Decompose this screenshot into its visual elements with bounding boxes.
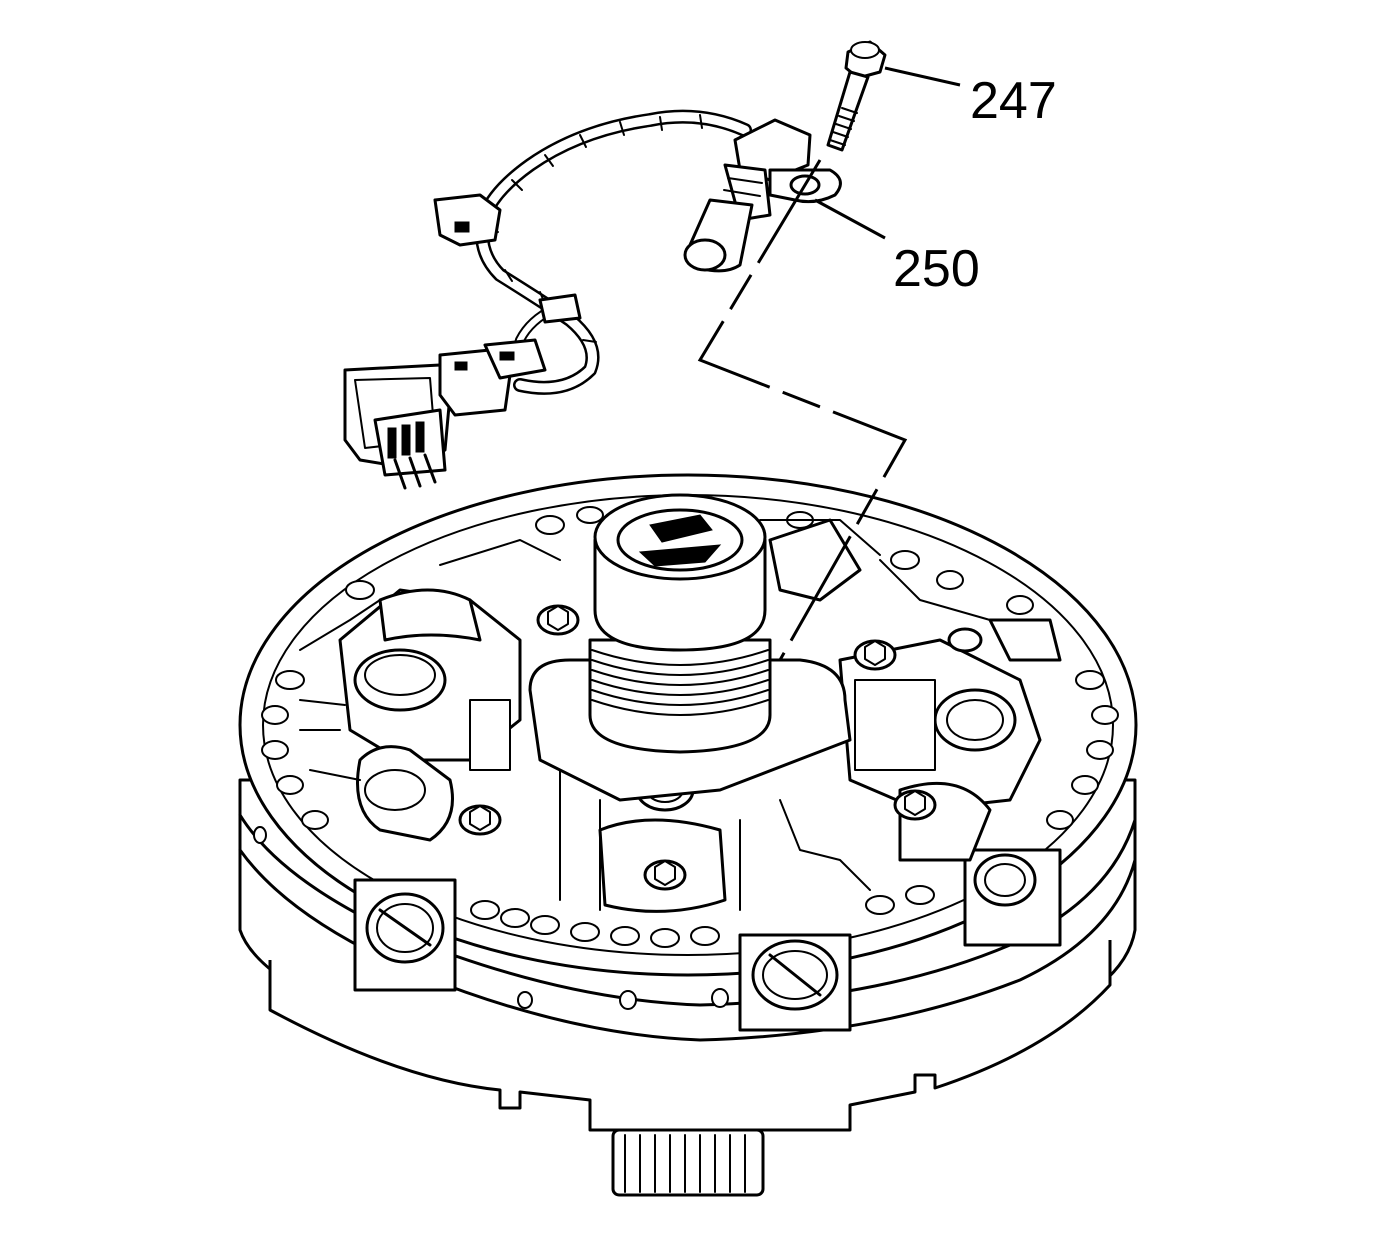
harness-connector xyxy=(343,338,547,490)
upper-rim-details xyxy=(299,519,991,651)
callout-250: 250 xyxy=(814,198,980,298)
rim-bolt-holes xyxy=(261,506,1119,830)
pump-bottom-rim xyxy=(268,940,1112,1132)
front-port-holes xyxy=(253,826,935,1010)
harness-mid-clip xyxy=(538,293,582,324)
center-web xyxy=(559,769,871,911)
right-valve-cluster xyxy=(838,618,1062,862)
pump-assembly xyxy=(238,473,1138,1197)
left-pipe-port xyxy=(353,878,457,992)
callout-250-label: 250 xyxy=(893,240,980,298)
wire-harness xyxy=(433,109,752,395)
callout-247: 247 xyxy=(884,66,1057,130)
harness-clip xyxy=(433,193,502,247)
installation-path-line xyxy=(697,159,908,661)
bolt xyxy=(826,40,887,152)
right-pipe-port xyxy=(738,933,852,1032)
output-shaft-splines xyxy=(624,1134,746,1193)
callout-247-leader xyxy=(884,66,961,87)
output-shaft xyxy=(611,1128,765,1197)
left-valve-cluster xyxy=(299,588,522,842)
callout-250-leader xyxy=(814,198,886,240)
right-pipe-boss xyxy=(963,848,1062,947)
stator-hub xyxy=(588,493,772,754)
callout-247-label: 247 xyxy=(970,72,1057,130)
upper-right-bridge xyxy=(768,518,862,602)
speed-sensor xyxy=(683,118,842,273)
